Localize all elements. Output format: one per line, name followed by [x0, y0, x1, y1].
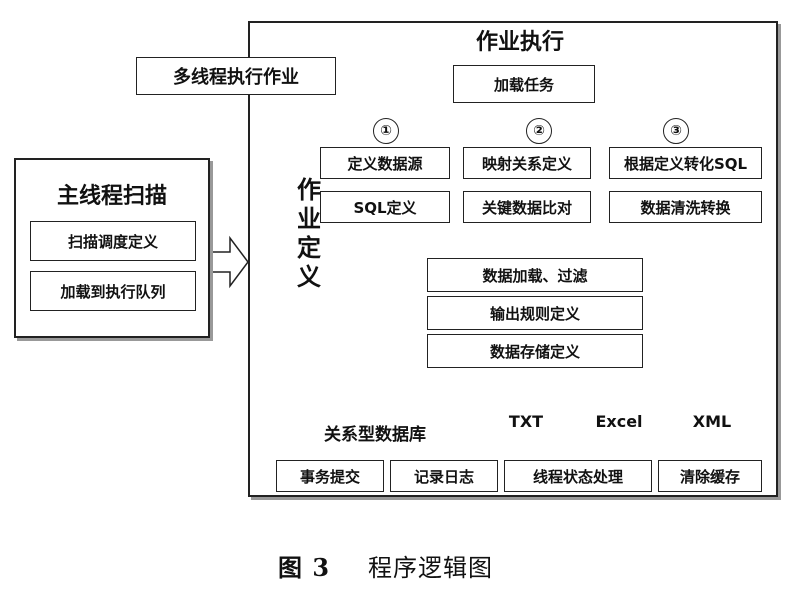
bottom-write-log: 记录日志 [390, 460, 498, 492]
col2-mapping-definition: 映射关系定义 [463, 147, 591, 179]
figure-caption-number: 图 3 [278, 553, 331, 582]
step-number-3: ③ [663, 118, 689, 144]
bottom-clear-cache: 清除缓存 [658, 460, 762, 492]
figure-caption-text: 程序逻辑图 [368, 554, 493, 582]
pipeline-output-rules: 输出规则定义 [427, 296, 643, 330]
excel-label: Excel [595, 412, 643, 431]
pipeline-load-filter: 数据加载、过滤 [427, 258, 643, 292]
step-number-2: ② [526, 118, 552, 144]
main-thread-item-scan: 扫描调度定义 [30, 221, 196, 261]
multithread-label: 多线程执行作业 [136, 57, 336, 95]
bottom-thread-status: 线程状态处理 [504, 460, 652, 492]
database-label: 关系型数据库 [324, 425, 426, 445]
col2-key-data-compare: 关键数据比对 [463, 191, 591, 223]
hollow-arrow-right-icon [211, 235, 249, 289]
step-number-1: ① [373, 118, 399, 144]
col3-convert-sql: 根据定义转化SQL [609, 147, 762, 179]
bottom-transaction-commit: 事务提交 [276, 460, 384, 492]
load-task-box: 加载任务 [453, 65, 595, 103]
col1-sql-definition: SQL定义 [320, 191, 450, 223]
job-definition-label: 作业定义 [297, 176, 321, 291]
main-thread-title: 主线程扫描 [56, 184, 167, 209]
col3-data-cleaning: 数据清洗转换 [609, 191, 762, 223]
col1-define-datasource: 定义数据源 [320, 147, 450, 179]
pipeline-storage-definition: 数据存储定义 [427, 334, 643, 368]
txt-label: TXT [508, 412, 544, 431]
job-execution-title: 作业执行 [475, 30, 564, 55]
main-thread-item-queue: 加载到执行队列 [30, 271, 196, 311]
xml-label: XML [692, 412, 732, 431]
